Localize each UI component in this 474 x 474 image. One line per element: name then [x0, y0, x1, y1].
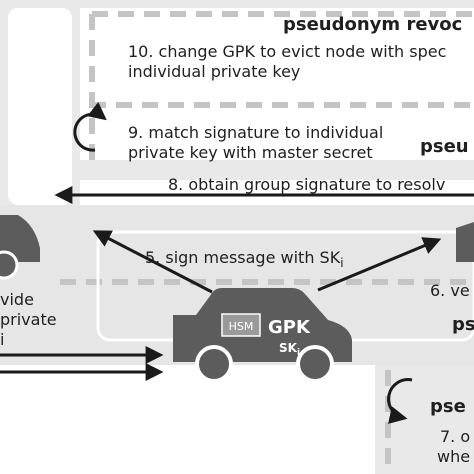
left-private-label: private	[0, 310, 57, 329]
road-top-left-inner	[8, 8, 72, 205]
step10-line1: 10. change GPK to evict node with spec	[128, 42, 446, 61]
step8-label: 8. obtain group signature to resolv	[168, 175, 445, 194]
step10-line2: individual private key	[128, 62, 300, 81]
central-car-wheel-left	[195, 345, 233, 383]
pseudonym-revocation-title: pseudonym revoc	[283, 14, 462, 35]
central-car-wheel-right	[296, 345, 334, 383]
sk-label: SKi	[279, 341, 300, 358]
gpk-label: GPK	[268, 317, 311, 338]
step9-line2: private key with master secret	[128, 143, 373, 162]
left-wide-label: vide	[0, 290, 34, 309]
hsm-label: HSM	[229, 320, 254, 333]
loop-arrow-icon	[73, 102, 107, 152]
road-top-strip	[80, 0, 474, 8]
central-car-body	[173, 288, 352, 362]
bottom-loop-arrow-icon	[387, 378, 413, 424]
left-car-wheel	[0, 250, 19, 280]
step5-arrow-left	[92, 230, 213, 294]
step9-line1: 9. match signature to individual	[128, 123, 383, 142]
whe-label: whe	[437, 447, 470, 466]
road-right-strip	[80, 160, 474, 180]
step7-label: 7. o	[440, 427, 470, 446]
step5-label: 5. sign message with SKi	[145, 248, 344, 270]
hsm-box	[221, 313, 261, 337]
pse-bottom-label: pse	[430, 396, 466, 417]
left-car-body	[0, 215, 40, 262]
step6-label: 6. ve	[430, 281, 470, 300]
central-car: HSM GPK SKi	[173, 288, 352, 383]
step5-arrow-right	[317, 237, 442, 292]
pseu-right-label: pseu	[420, 136, 469, 157]
left-i-label: i	[0, 330, 4, 349]
ps-right-label: ps	[452, 314, 474, 335]
right-car-body	[456, 222, 474, 262]
